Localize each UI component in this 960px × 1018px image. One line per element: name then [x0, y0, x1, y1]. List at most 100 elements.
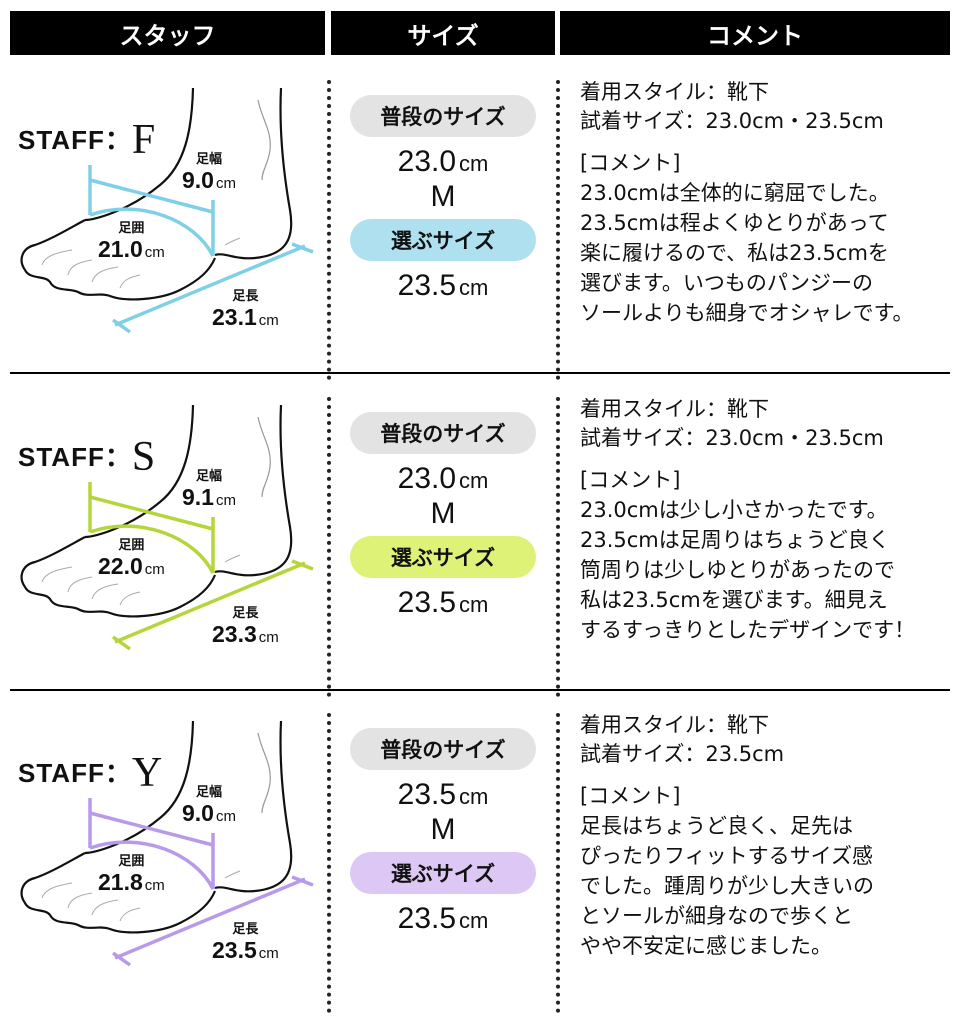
column-divider-dotted: [556, 397, 564, 697]
column-divider-dotted: [327, 713, 335, 1013]
foot-girth-value: 21.8: [98, 869, 143, 895]
foot-width-value: 9.1: [182, 484, 214, 510]
foot-width-value: 9.0: [182, 167, 214, 193]
foot-diagram-icon: [20, 87, 314, 334]
chosen-size-pill: 選ぶサイズ: [350, 219, 536, 261]
comment-lines: 23.0cmは少し小さかったです。 23.5cmは足周りはちょうど良く筒周りは少し…: [580, 495, 955, 645]
foot-diagram-icon: [20, 720, 314, 967]
staff-prefix: STAFF：: [18, 442, 132, 472]
comment-line: するすっきりとしたデザインです！: [580, 618, 916, 642]
chosen-size-pill: 選ぶサイズ: [350, 852, 536, 894]
comment-block: 着用スタイル：靴下 試着サイズ：23.0cm・23.5cm [コメント] 23.…: [580, 395, 955, 645]
comment-line: 23.0cmは全体的に窮屈でした。: [580, 181, 890, 205]
chosen-size-pill: 選ぶサイズ: [350, 536, 536, 578]
staff-initial: F: [131, 117, 157, 163]
wear-style: 着用スタイル：靴下: [580, 80, 769, 104]
header-size: サイズ: [331, 11, 555, 55]
foot-length-value: 23.1: [212, 304, 257, 330]
usual-size-letter: M: [430, 180, 456, 213]
usual-size-pill: 普段のサイズ: [350, 728, 536, 770]
foot-width-value: 9.0: [182, 800, 214, 826]
column-divider-dotted: [556, 80, 564, 380]
foot-length-value: 23.5: [212, 937, 257, 963]
foot-girth-label: 足囲: [118, 853, 145, 868]
comment-line: 足長はちょうど良く、足先は: [580, 814, 853, 838]
comment-line: 23.5cmは足周りはちょうど良く: [580, 528, 890, 552]
column-divider-dotted: [556, 713, 564, 1013]
comment-lines: 足長はちょうど良く、足先はぴったりフィットするサイズ感でした。踵周りが少し大きい…: [580, 811, 955, 961]
comment-title: [コメント]: [580, 468, 681, 492]
foot-diagram-icon: [20, 404, 314, 651]
foot-width-label: 足幅: [195, 151, 222, 166]
foot-width-label: 足幅: [195, 784, 222, 799]
comment-line: ソールよりも細身でオシャレです。: [580, 301, 914, 325]
comment-line: 選びます。いつものパンジーの: [580, 271, 873, 295]
comment-line: 私は23.5cmを選びます。細見え: [580, 588, 888, 612]
usual-size-letter: M: [430, 497, 456, 530]
comment-line: やや不安定に感じました。: [580, 934, 832, 958]
staff-initial: Y: [131, 750, 164, 796]
foot-length-label: 足長: [232, 605, 259, 620]
row-divider: [10, 689, 950, 691]
staff-initial: S: [131, 434, 157, 480]
comment-block: 着用スタイル：靴下 試着サイズ：23.0cm・23.5cm [コメント] 23.…: [580, 78, 955, 328]
wear-style: 着用スタイル：靴下: [580, 713, 769, 737]
staff-name: STAFF：F: [18, 116, 156, 164]
column-divider-dotted: [327, 397, 335, 697]
comment-line: ぴったりフィットするサイズ感: [580, 844, 873, 868]
foot-width-label: 足幅: [195, 468, 222, 483]
comment-line: 楽に履けるので、私は23.5cmを: [580, 241, 889, 265]
comment-line: 23.0cmは少し小さかったです。: [580, 498, 888, 522]
usual-size-pill: 普段のサイズ: [350, 95, 536, 137]
staff-prefix: STAFF：: [18, 125, 132, 155]
wear-style: 着用スタイル：靴下: [580, 397, 769, 421]
tried-sizes: 試着サイズ：23.0cm・23.5cm: [580, 426, 884, 450]
usual-size-letter: M: [430, 813, 456, 846]
foot-girth-value: 21.0: [98, 236, 143, 262]
comment-line: 23.5cmは程よくゆとりがあって: [580, 211, 889, 235]
header-comment: コメント: [560, 11, 950, 55]
tried-sizes: 試着サイズ：23.0cm・23.5cm: [580, 109, 884, 133]
foot-girth-label: 足囲: [118, 220, 145, 235]
comment-title: [コメント]: [580, 784, 681, 808]
comment-line: でした。踵周りが少し大きいの: [580, 874, 874, 898]
foot-girth-value: 22.0: [98, 553, 143, 579]
column-divider-dotted: [327, 80, 335, 380]
tried-sizes: 試着サイズ：23.5cm: [580, 742, 785, 766]
comment-title: [コメント]: [580, 151, 681, 175]
foot-length-value: 23.3: [212, 621, 257, 647]
foot-girth-label: 足囲: [118, 537, 145, 552]
foot-length-label: 足長: [232, 288, 259, 303]
staff-name: STAFF：S: [18, 433, 156, 481]
comment-block: 着用スタイル：靴下 試着サイズ：23.5cm [コメント] 足長はちょうど良く、…: [580, 711, 955, 961]
comment-line: とソールが細身なので歩くと: [580, 904, 853, 928]
usual-size-pill: 普段のサイズ: [350, 412, 536, 454]
foot-length-label: 足長: [232, 921, 259, 936]
comment-line: 筒周りは少しゆとりがあったので: [580, 558, 895, 582]
row-divider: [10, 372, 950, 374]
staff-prefix: STAFF：: [18, 758, 132, 788]
header-staff: スタッフ: [10, 11, 325, 55]
comment-lines: 23.0cmは全体的に窮屈でした。 23.5cmは程よくゆとりがあって楽に履けるの…: [580, 178, 955, 328]
staff-name: STAFF：Y: [18, 749, 163, 797]
